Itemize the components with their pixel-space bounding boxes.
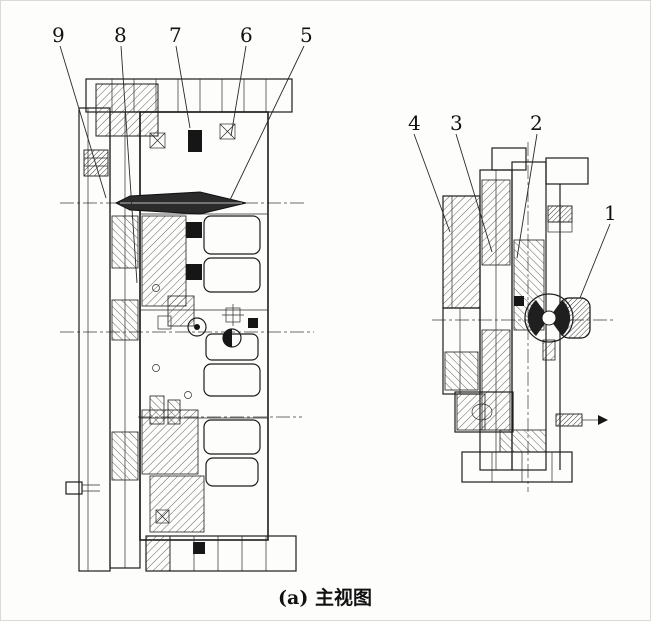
figure-caption: (a) 主视图 [278,586,372,609]
core-block-1 [186,222,202,238]
top-plate [85,78,293,137]
part-label-1: 1 [604,201,617,225]
crosshair-square [222,304,244,326]
core-block-2 [186,264,202,280]
part-label-4: 4 [408,111,421,135]
leader-line-7 [175,45,191,129]
part-label-2: 2 [530,111,543,135]
leader-line-8 [120,45,138,284]
leader-line-9 [59,45,107,199]
part-label-5: 5 [300,23,313,47]
core-block-3 [248,318,258,328]
leader-line-4 [413,133,451,233]
bottom-core-block [193,542,205,554]
part-label-7: 7 [169,23,182,47]
leader-line-2 [516,133,538,259]
cavity-inserts [203,215,261,487]
sprue-dart [114,191,247,215]
leader-lines [59,45,611,299]
main-body [114,111,269,554]
guide-circles [152,284,242,399]
part-label-6: 6 [240,23,253,47]
side-view [432,142,616,492]
bottom-plate [145,535,297,572]
core-pin-top [188,130,202,152]
part-labels: 9 8 7 6 5 4 3 2 1 [52,23,617,225]
leader-line-1 [579,223,611,299]
leader-line-5 [229,45,305,201]
leader-line-6 [230,45,247,137]
ejector-pins [149,395,181,425]
side-left-block [442,195,481,395]
part-label-9: 9 [52,23,65,47]
part-label-3: 3 [450,111,463,135]
part-label-8: 8 [114,23,127,47]
stripper-plate [109,111,141,569]
leader-line-3 [455,133,493,253]
bottom-support [454,391,547,453]
front-view [60,78,314,572]
side-top-bolt [547,205,573,233]
clamp-plate-left [65,107,111,572]
arrow-bolt [555,413,608,427]
knob-mechanism [524,293,591,361]
bottom-fastener-symbol [155,509,170,524]
base-plate [461,451,573,483]
fastener-symbol-left [149,132,166,149]
